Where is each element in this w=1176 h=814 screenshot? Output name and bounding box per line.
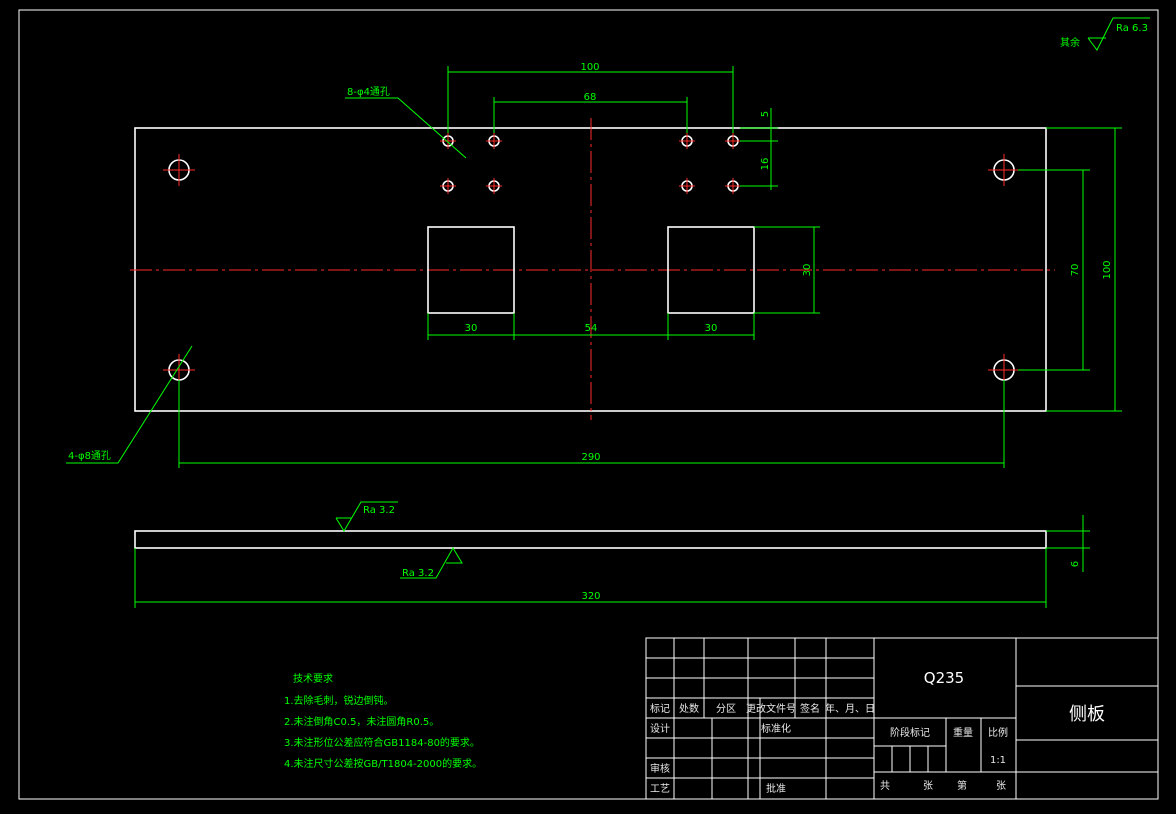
tb-approve: 批准 (766, 782, 786, 795)
dim-corner-vertical: 70 (1070, 264, 1081, 277)
tb-sheet-unit: 张 (996, 780, 1006, 792)
roughness-bottom: Ra 3.2 (402, 568, 434, 579)
tb-header-change-doc: 更改文件号 (746, 702, 796, 715)
plate-edge-outline (134, 530, 1047, 549)
tech-item: 2.未注倒角C0.5，未注圆角R0.5。 (284, 715, 439, 728)
front-view: 100 68 5 16 30 30 54 30 70 10 (66, 62, 1122, 468)
roughness-top: Ra 3.2 (363, 505, 395, 516)
dim-window-left-width: 30 (465, 323, 478, 334)
tb-process: 工艺 (650, 783, 670, 795)
tb-header-count: 处数 (679, 702, 699, 715)
dim-overall-height: 100 (1102, 260, 1113, 279)
tb-material: Q235 (924, 669, 964, 687)
small-hole (440, 133, 456, 149)
tb-stage-mark: 阶段标记 (890, 726, 930, 739)
tb-header-date: 年、月、日 (825, 702, 875, 715)
tb-scale-label: 比例 (988, 726, 1008, 739)
tb-sheet-current: 第 (957, 779, 967, 792)
callout-small-holes: 8-φ4通孔 (347, 86, 390, 98)
dim-window-gap: 54 (585, 323, 598, 334)
tb-header-zone: 分区 (716, 703, 736, 715)
tb-standardization: 标准化 (761, 722, 791, 735)
small-hole (440, 178, 456, 194)
edge-view: 320 6 Ra 3.2 Ra 3.2 (134, 501, 1090, 608)
roughness-top-symbol (335, 501, 398, 532)
tb-design: 设计 (650, 722, 670, 735)
window-left (427, 226, 515, 314)
drawing-frame (18, 9, 1159, 800)
dim-small-pitch: 16 (760, 158, 771, 171)
tb-review: 审核 (650, 762, 670, 775)
title-block: 标记 处数 分区 更改文件号 签名 年、月、日 设计 标准化 审核 工艺 批准 … (645, 637, 1159, 800)
tb-scale-value: 1:1 (990, 755, 1006, 766)
corner-hole-tr (988, 154, 1020, 186)
roughness-bottom-symbol (400, 547, 463, 579)
roughness-general-prefix: 其余 (1060, 36, 1080, 49)
tb-part-name: 侧板 (1069, 704, 1105, 725)
tech-item: 4.未注尺寸公差按GB/T1804-2000的要求。 (284, 757, 482, 770)
leader-corner-holes (66, 345, 193, 464)
corner-hole-tl (163, 154, 195, 186)
tech-item: 3.未注形位公差应符合GB1184-80的要求。 (284, 736, 480, 749)
roughness-general-symbol (1087, 17, 1150, 51)
dim-window-right-width: 30 (705, 323, 718, 334)
tb-header-signature: 签名 (800, 702, 820, 715)
dim-corner-horizontal: 290 (581, 452, 600, 463)
tb-sheet-total: 共 (880, 780, 890, 792)
small-hole (725, 133, 741, 149)
tech-item: 1.去除毛刺，锐边倒钝。 (284, 694, 394, 707)
callout-corner-holes: 4-φ8通孔 (68, 450, 111, 462)
small-hole (486, 178, 502, 194)
small-hole (679, 178, 695, 194)
dim-overall-length: 320 (581, 591, 600, 602)
window-right (667, 226, 755, 314)
tech-title: 技术要求 (293, 672, 333, 685)
technical-requirements: 技术要求 1.去除毛刺，锐边倒钝。 2.未注倒角C0.5，未注圆角R0.5。 3… (284, 672, 482, 770)
small-hole (725, 178, 741, 194)
dim-window-height: 30 (802, 264, 813, 277)
dim-thickness: 6 (1070, 561, 1081, 567)
small-hole (486, 133, 502, 149)
tb-sheet-unit: 张 (923, 780, 933, 792)
dim-small-outer: 100 (580, 62, 599, 73)
leader-small-holes (345, 97, 467, 159)
small-hole (679, 133, 695, 149)
tb-weight: 重量 (953, 726, 973, 739)
dim-small-edge: 5 (760, 111, 771, 117)
general-roughness: Ra 6.3 其余 (1060, 17, 1150, 51)
roughness-general-value: Ra 6.3 (1116, 23, 1148, 34)
dim-small-inner: 68 (584, 92, 597, 103)
tb-header-mark: 标记 (650, 703, 670, 715)
